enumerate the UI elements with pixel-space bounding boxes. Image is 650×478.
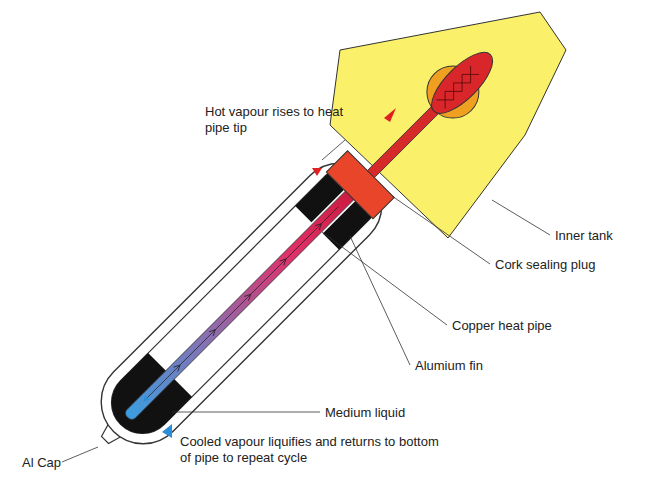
leader-line <box>172 412 320 413</box>
part-label: Medium liquid <box>325 405 405 421</box>
callout-label: Hot vapour rises to heat pipe tip <box>205 104 345 136</box>
copper-heat-pipe <box>123 180 365 422</box>
leader-line <box>492 200 550 235</box>
flow-line <box>147 207 338 398</box>
part-label: Inner tank <box>555 228 613 244</box>
leader-line <box>322 140 345 160</box>
condenser-bulb <box>422 43 501 122</box>
heat-arrow <box>312 168 322 176</box>
flow-arrowhead <box>141 395 149 403</box>
flow-arrows <box>174 222 324 372</box>
inner-glass <box>99 154 392 447</box>
part-label: Al Cap <box>22 455 61 471</box>
leader-line <box>62 447 98 462</box>
pipe-neck <box>367 107 438 178</box>
cool-arrowhead <box>162 424 172 438</box>
part-label: Alumium fin <box>415 358 483 374</box>
part-label: Copper heat pipe <box>452 318 552 334</box>
part-label: Cork sealing plug <box>495 257 595 273</box>
leader-line <box>392 196 490 264</box>
bulb-texture <box>437 66 479 108</box>
callout-label: Cooled vapour liquifies and returns to b… <box>180 434 440 466</box>
evacuated-tube <box>75 25 520 470</box>
heat-arrow <box>384 108 396 122</box>
leader-line <box>350 236 410 365</box>
